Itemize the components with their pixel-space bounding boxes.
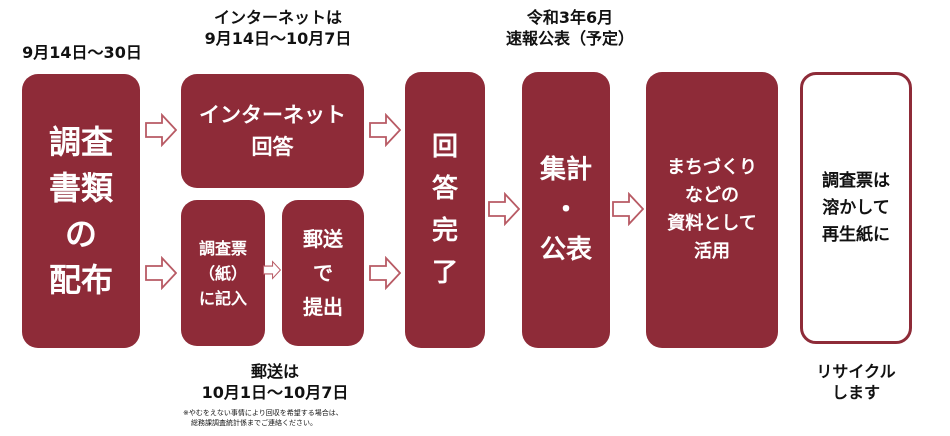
distribution-period-label: 9月14日～30日	[22, 43, 142, 62]
internet-period-label: インターネットは 9月14日～10月7日	[204, 8, 352, 48]
answer-complete-box: 回 答 完 了	[405, 72, 485, 348]
internet-answer-box: インターネット 回答	[181, 74, 364, 188]
arrow-icon	[369, 256, 401, 290]
arrow-icon	[145, 256, 177, 290]
mail-submit-box: 郵送 で 提出	[282, 200, 364, 346]
arrow-icon	[263, 259, 281, 281]
arrow-icon	[488, 192, 520, 226]
paper-form-box: 調査票 （紙） に記入	[181, 200, 265, 346]
recycle-box: 調査票は 溶かして 再生紙に	[800, 72, 912, 344]
publish-date-label: 令和3年6月 速報公表（予定）	[505, 8, 634, 48]
utilize-data-box: まちづくり などの 資料として 活用	[646, 72, 778, 348]
arrow-icon	[369, 113, 401, 147]
arrow-icon	[145, 113, 177, 147]
distribution-box: 調査 書類 の 配布	[22, 74, 140, 348]
tally-publish-box: 集計 ・ 公表	[522, 72, 610, 348]
mail-period-label: 郵送は 10月1日～10月7日	[201, 362, 349, 402]
arrow-icon	[612, 192, 644, 226]
recycle-label: リサイクル します	[816, 362, 896, 402]
mail-footnote: ※やむをえない事情により回収を希望する場合は、 総務課調査統計係までご連絡くださ…	[183, 409, 343, 427]
